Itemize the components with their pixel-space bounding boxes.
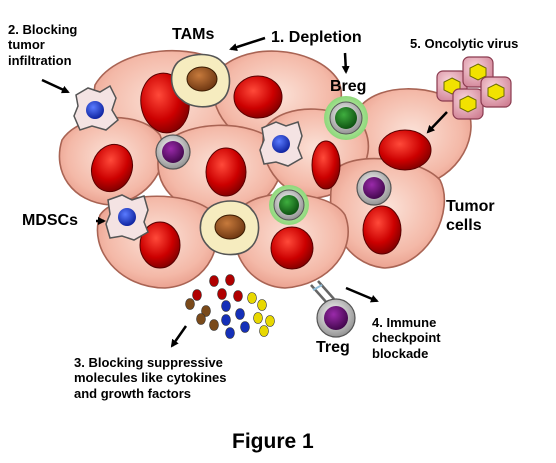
- treg-cell: [357, 171, 391, 205]
- molecule-blue: [241, 322, 250, 333]
- molecule-blue: [222, 301, 231, 312]
- tumor-nucleus: [206, 148, 246, 196]
- breg-cell: [269, 185, 309, 225]
- molecule-blue: [236, 309, 245, 320]
- label-oncolytic-virus: 5. Oncolytic virus: [410, 36, 518, 51]
- label-line: 4. Immune: [372, 315, 441, 330]
- label-line: and growth factors: [74, 386, 226, 401]
- molecule-brown: [197, 314, 206, 325]
- tumor-nucleus: [363, 206, 401, 254]
- molecule-blue: [226, 328, 235, 339]
- tam-cell: [172, 55, 230, 107]
- label-line: 3. Blocking suppressive: [74, 355, 226, 370]
- virus-particle: [453, 89, 483, 119]
- label-blocking-infiltration: 2. Blocking tumor infiltration: [8, 22, 77, 68]
- figure-title: Figure 1: [232, 430, 314, 455]
- treg-cell: [156, 135, 190, 169]
- label-checkpoint-blockade: 4. Immune checkpoint blockade: [372, 315, 441, 361]
- molecule-red: [226, 275, 235, 286]
- tumor-nucleus: [312, 141, 340, 189]
- suppressive-molecules: [186, 275, 275, 339]
- tumor-nucleus: [379, 130, 431, 170]
- molecule-yellow: [260, 326, 269, 337]
- molecule-brown: [186, 299, 195, 310]
- mdsc-cell: [260, 122, 302, 166]
- molecule-red: [218, 289, 227, 300]
- label-line: Tumor: [446, 198, 495, 217]
- label-blocking-suppressive: 3. Blocking suppressive molecules like c…: [74, 355, 226, 401]
- label-line: 2. Blocking: [8, 22, 77, 37]
- arrow-blocking-infiltration: [42, 80, 68, 92]
- label-line: tumor: [8, 37, 77, 52]
- label-line: cells: [446, 217, 495, 236]
- molecule-brown: [210, 320, 219, 331]
- label-tams: TAMs: [172, 26, 214, 45]
- molecule-yellow: [254, 313, 263, 324]
- molecule-red: [234, 291, 243, 302]
- label-line: molecules like cytokines: [74, 370, 226, 385]
- arrow-checkpoint: [346, 288, 377, 301]
- label-breg: Breg: [330, 78, 366, 97]
- arrow-depletion-tams: [231, 38, 265, 49]
- arrow-suppressive: [172, 326, 186, 346]
- label-treg: Treg: [316, 339, 350, 358]
- virus-particle: [481, 77, 511, 107]
- mdsc-cell: [106, 195, 148, 240]
- molecule-red: [193, 290, 202, 301]
- breg-cell: [324, 96, 368, 140]
- label-mdscs: MDSCs: [22, 212, 78, 231]
- label-tumor-cells: Tumor cells: [446, 198, 495, 236]
- mdsc-cell: [74, 86, 118, 130]
- tam-cell: [200, 201, 258, 255]
- label-depletion: 1. Depletion: [271, 29, 362, 48]
- label-line: blockade: [372, 346, 441, 361]
- molecule-yellow: [258, 300, 267, 311]
- arrow-depletion-breg: [345, 53, 346, 72]
- molecule-yellow: [266, 316, 275, 327]
- tumor-nucleus: [271, 227, 313, 269]
- molecule-yellow: [248, 293, 257, 304]
- tumor-nucleus: [234, 76, 282, 118]
- label-line: infiltration: [8, 53, 77, 68]
- molecule-red: [210, 276, 219, 287]
- label-line: checkpoint: [372, 330, 441, 345]
- molecule-blue: [222, 315, 231, 326]
